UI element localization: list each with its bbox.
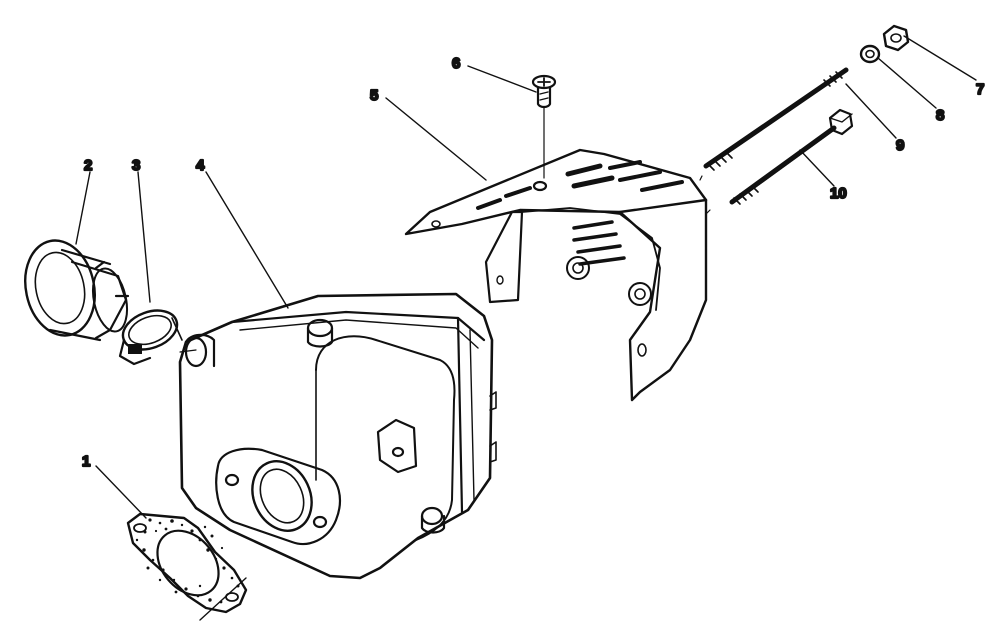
part-muffler <box>178 292 497 580</box>
leader-6 <box>467 65 537 93</box>
callout-labels: 1 2 3 4 5 6 7 8 9 10 <box>81 54 986 471</box>
part-deflector <box>24 239 130 342</box>
leader-1-ext <box>199 577 247 621</box>
leader-7 <box>903 35 977 81</box>
callout-10: 10 <box>830 185 847 202</box>
part-muffler-guard <box>404 148 708 402</box>
callout-2: 2 <box>84 157 92 174</box>
leader-10 <box>799 149 835 187</box>
leader-4 <box>205 171 289 309</box>
leader-5 <box>385 97 487 181</box>
leader-1 <box>95 465 147 519</box>
part-washer <box>859 44 881 64</box>
leader-lines <box>75 35 977 621</box>
callout-4: 4 <box>196 157 205 174</box>
callout-1: 1 <box>82 453 90 470</box>
leader-2 <box>75 171 91 245</box>
part-stud <box>703 67 849 173</box>
leader-9 <box>845 83 897 139</box>
callout-9: 9 <box>896 137 904 154</box>
callout-3: 3 <box>132 157 140 174</box>
callout-8: 8 <box>936 107 944 124</box>
part-bolt <box>729 108 854 207</box>
callout-6: 6 <box>452 55 460 72</box>
callout-7: 7 <box>976 81 984 98</box>
leader-3 <box>137 171 151 303</box>
part-nut <box>882 24 910 52</box>
part-screw <box>531 74 557 179</box>
leader-8 <box>877 57 937 109</box>
callout-5: 5 <box>370 87 378 104</box>
part-clamp <box>118 309 183 366</box>
